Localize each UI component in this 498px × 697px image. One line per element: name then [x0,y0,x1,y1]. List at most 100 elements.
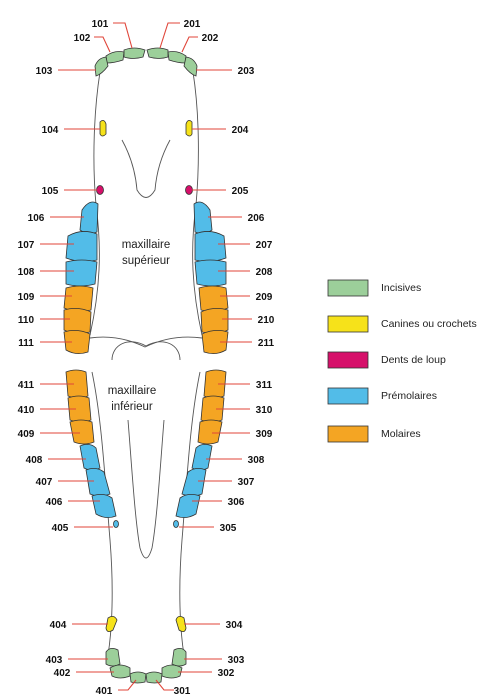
label-408: 408 [26,455,43,466]
label-402: 402 [54,668,71,679]
tooth-203 [184,57,197,76]
label-404: 404 [50,620,67,631]
tooth-405 [114,521,119,528]
legend-item-incisives: Incisives [328,280,421,296]
tooth-105 [97,186,104,195]
tooth-101 [124,48,145,59]
legend-item-molaires: Molaires [328,426,421,442]
incisor-teeth-upper [95,48,197,76]
legend-swatch-incisives [328,280,368,296]
tooth-206 [194,202,212,234]
legend-item-premolaires: Prémolaires [328,388,437,404]
label-209: 209 [256,292,273,303]
label-202: 202 [202,33,219,44]
label-201: 201 [184,19,201,30]
legend-label-incisives: Incisives [381,282,421,294]
legend-swatch-premolaires [328,388,368,404]
label-104: 104 [42,125,59,136]
upper-jaw-label-line2: supérieur [122,255,170,267]
label-111: 111 [18,338,34,349]
legend-item-dents-de-loup: Dents de loup [328,352,446,368]
label-107: 107 [18,240,35,251]
legend-swatch-canines [328,316,368,332]
wolf-teeth [97,186,193,528]
tooth-106 [80,202,98,234]
label-207: 207 [256,240,273,251]
tooth-103 [95,57,108,76]
label-403: 403 [46,655,63,666]
tooth-308 [192,444,212,470]
tooth-104 [100,120,106,136]
label-410: 410 [18,405,35,416]
tooth-309 [198,420,222,444]
label-102: 102 [74,33,91,44]
label-101: 101 [92,19,109,30]
label-301: 301 [174,686,191,697]
upper-jaw-label-line1: maxillaire [122,239,171,251]
tooth-209 [199,286,228,312]
legend-label-molaires: Molaires [381,428,421,440]
tooth-407 [86,468,110,496]
label-303: 303 [228,655,245,666]
label-211: 211 [258,338,275,349]
tooth-202 [168,52,186,64]
legend-label-canines: Canines ou crochets [381,318,477,330]
label-306: 306 [228,497,245,508]
incisor-teeth-lower [106,648,186,683]
label-407: 407 [36,477,53,488]
tooth-301 [146,672,162,683]
lower-jaw-label-line2: inférieur [111,401,153,413]
label-307: 307 [238,477,255,488]
tooth-401 [130,672,146,683]
upper-jaw-outline [90,72,202,360]
legend-label-dents-de-loup: Dents de loup [381,354,446,366]
label-311: 311 [256,380,273,391]
label-103: 103 [36,66,53,77]
tooth-number-labels: 101 102 103 104 105 106 107 108 109 110 … [18,19,275,697]
molar-teeth-upper [64,286,228,354]
label-302: 302 [218,668,235,679]
tooth-208 [195,260,226,286]
tooth-205 [186,186,193,195]
label-206: 206 [248,213,265,224]
premolar-teeth-lower [80,444,212,517]
label-108: 108 [18,267,35,278]
tooth-408 [80,444,100,470]
tooth-409 [70,420,94,444]
label-110: 110 [18,315,35,326]
tooth-108 [66,260,97,286]
label-208: 208 [256,267,273,278]
tooth-102 [106,52,124,64]
label-205: 205 [232,186,249,197]
tooth-201 [147,48,168,59]
label-406: 406 [46,497,63,508]
tooth-306 [176,494,200,517]
legend-item-canines: Canines ou crochets [328,316,477,332]
tooth-303 [172,648,186,666]
tooth-207 [195,231,226,261]
label-210: 210 [258,315,275,326]
label-308: 308 [248,455,265,466]
tooth-109 [64,286,93,312]
tooth-406 [92,494,116,517]
label-204: 204 [232,125,249,136]
label-309: 309 [256,429,273,440]
label-109: 109 [18,292,35,303]
label-401: 401 [96,686,113,697]
tooth-210 [201,308,228,333]
label-409: 409 [18,429,35,440]
label-310: 310 [256,405,273,416]
lower-jaw-label-line1: maxillaire [108,385,157,397]
legend-swatch-molaires [328,426,368,442]
tooth-204 [186,120,192,136]
tooth-307 [182,468,206,496]
label-106: 106 [28,213,45,224]
tooth-403 [106,648,120,666]
label-105: 105 [42,186,59,197]
tooth-107 [66,231,97,261]
legend-swatch-dents-de-loup [328,352,368,368]
label-305: 305 [220,523,237,534]
legend-label-premolaires: Prémolaires [381,390,437,402]
label-304: 304 [226,620,243,631]
